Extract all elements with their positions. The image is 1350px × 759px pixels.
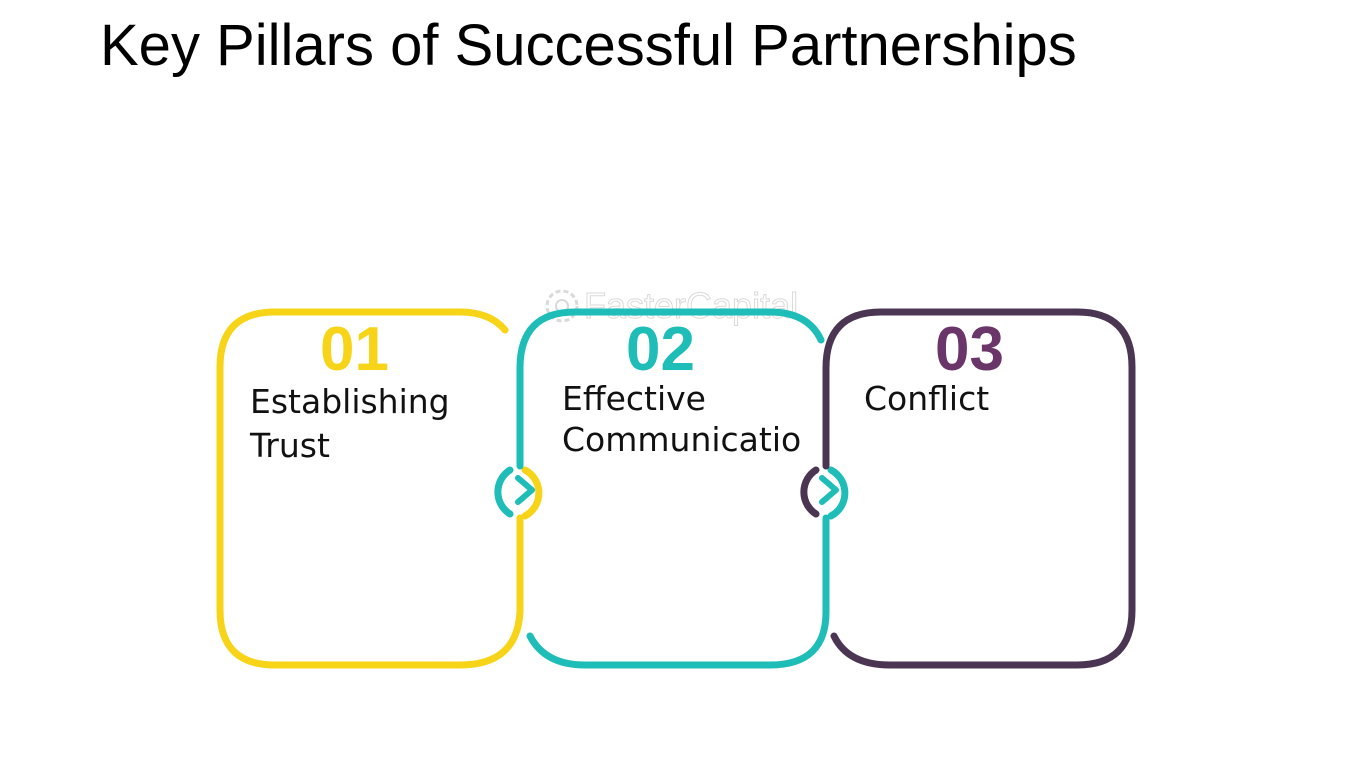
pillar-1-frame (216, 308, 524, 669)
pillar-2-frame-bottom (526, 514, 830, 669)
chevron-right-icon (515, 475, 535, 505)
page-title: Key Pillars of Successful Partnerships (100, 13, 1077, 78)
pillar-1: 01 Establishing Trust (216, 308, 543, 669)
pillar-2-connector-arc (494, 466, 514, 518)
pillar-2-connector-arc-right (827, 466, 849, 520)
pillar-3-frame (822, 308, 1136, 669)
pillar-1-number: 01 (320, 315, 389, 384)
pillar-1-label-line-2: Trust (249, 426, 330, 465)
pillar-2-label-line-1: Effective (562, 379, 706, 418)
pillar-2-label-line-2: Communicatio (562, 420, 801, 459)
pillar-2-number: 02 (626, 315, 695, 384)
pillar-2: 02 Effective Communicatio (494, 308, 849, 669)
pillar-2-frame (516, 308, 825, 470)
pillar-3-number: 03 (935, 315, 1004, 384)
pillar-1-connector-arc (521, 466, 543, 520)
watermark: FasterCapital (545, 285, 799, 327)
pillar-3-label-line-1: Conflict (864, 379, 989, 418)
pillar-3-connector-arc (800, 466, 820, 518)
pillar-3: 03 Conflict (800, 308, 1136, 669)
pillar-1-label-line-1: Establishing (250, 382, 450, 421)
chevron-right-icon (819, 475, 839, 505)
watermark-text: FasterCapital (584, 285, 798, 326)
